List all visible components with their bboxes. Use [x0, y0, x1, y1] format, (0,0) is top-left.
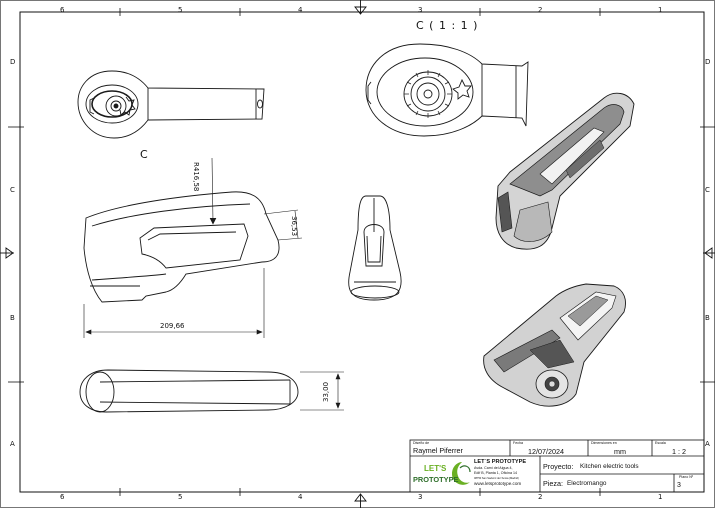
front-view — [348, 195, 402, 301]
designer-name: Raymel Piferrer — [413, 446, 463, 455]
date-label: Fecha — [513, 441, 523, 445]
zone-row-d-left: D — [10, 58, 16, 66]
zone-ticks — [8, 8, 715, 496]
part-value: Electromango — [567, 480, 607, 487]
logo-text-lets: LET'S — [424, 464, 447, 473]
project-value: Kitchen electric tools — [580, 463, 639, 470]
side-view — [83, 191, 280, 303]
zone-col-6-top: 6 — [60, 6, 65, 14]
zone-row-c-right: C — [705, 186, 710, 194]
project-label: Proyecto: — [543, 462, 574, 471]
dimension-radius: R416,58 — [192, 162, 200, 192]
iso-view-lower — [483, 283, 626, 407]
zone-col-5-top: 5 — [178, 6, 183, 14]
dimension-bottom-height: 33,00 — [322, 381, 330, 402]
zone-col-2-top: 2 — [538, 6, 543, 14]
zone-row-a-right: A — [705, 440, 710, 448]
detail-view-c — [365, 43, 529, 137]
zone-col-6-bottom: 6 — [60, 493, 65, 501]
iso-view-upper — [495, 92, 635, 250]
end-view-top-left — [77, 70, 265, 139]
scale-label: Escala — [655, 441, 666, 445]
bottom-view-dimensions — [300, 371, 344, 411]
title-block-frame — [409, 439, 705, 493]
detail-reference-label: C — [140, 148, 148, 161]
zone-row-b-left: B — [10, 314, 15, 322]
side-view-dimensions — [83, 157, 303, 338]
inner-frame — [19, 11, 705, 493]
detail-view-title: C ( 1 : 1 ) — [416, 19, 479, 32]
company-address-1: Avda. Camí del Aigua 4, — [474, 466, 513, 470]
sheet-label: Plano Nº — [679, 475, 694, 479]
zone-col-3-bottom: 3 — [418, 493, 423, 501]
scale-value: 1 : 2 — [672, 447, 686, 456]
designer-label: Diseño de — [413, 441, 430, 445]
zone-col-4-bottom: 4 — [298, 493, 303, 501]
units-label: Dimensiones en — [591, 441, 617, 445]
sheet-number: 3 — [677, 482, 681, 489]
company-address-2: Edif B, Planta 1, Oficina 14 — [474, 471, 517, 475]
zone-col-1-top: 1 — [658, 6, 663, 14]
logo-text-prototype: PROTOTYPE — [413, 475, 459, 484]
zone-row-d-right: D — [705, 58, 711, 66]
zone-col-5-bottom: 5 — [178, 493, 183, 501]
bottom-view — [79, 369, 299, 413]
zone-row-a-left: A — [10, 440, 15, 448]
zone-col-1-bottom: 1 — [658, 493, 663, 501]
logo-mark — [452, 462, 471, 485]
company-address-3: 08750 San Sadurní de l'Anoia (Madrid) — [474, 477, 519, 480]
company-website[interactable]: www.letsprototype.com — [474, 481, 522, 486]
zone-row-b-right: B — [705, 314, 710, 322]
zone-col-4-top: 4 — [298, 6, 303, 14]
company-name: LET´S PROTOTYPE — [474, 459, 527, 465]
units-value: mm — [614, 447, 626, 456]
dimension-tip-height: 36,53 — [290, 216, 298, 237]
dimension-length: 209,66 — [160, 322, 185, 330]
date-value: 12/07/2024 — [528, 447, 564, 456]
zone-col-3-top: 3 — [418, 6, 423, 14]
zone-col-2-bottom: 2 — [538, 493, 543, 501]
part-label: Pieza: — [543, 479, 563, 488]
zone-row-c-left: C — [10, 186, 15, 194]
